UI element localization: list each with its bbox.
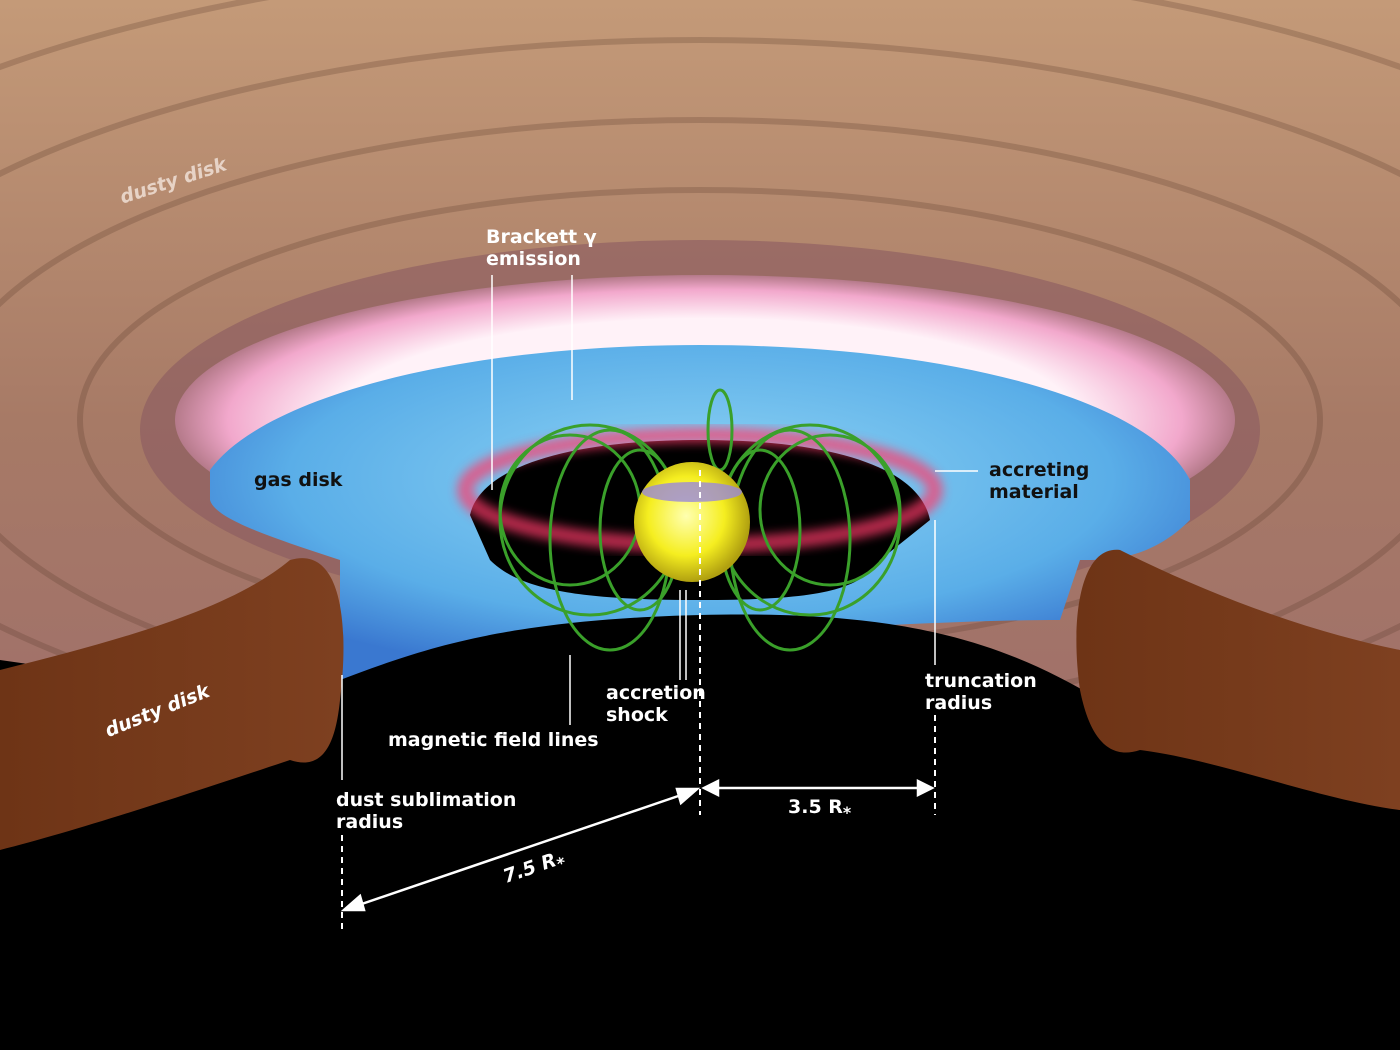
label-brackett-line2: emission <box>486 248 581 270</box>
label-truncation-line1: truncation <box>925 670 1037 692</box>
label-sublimation-line2: radius <box>336 811 404 833</box>
dusty-disk-right-section <box>1076 549 1400 810</box>
label-truncation-line2: radius <box>925 692 993 714</box>
label-accreting-line1: accreting <box>989 459 1090 481</box>
distance-arrows <box>340 778 935 912</box>
radius-subscript: * <box>842 802 852 822</box>
distance-value: 3.5 R <box>788 796 843 818</box>
label-sublimation-line1: dust sublimation <box>336 789 517 811</box>
label-accretion-line1: accretion <box>606 682 706 704</box>
dusty-disk-left-section <box>0 558 344 850</box>
inner-cavity <box>0 614 1400 1050</box>
label-magnetic-field-lines: magnetic field lines <box>388 729 599 751</box>
label-accretion-line2: shock <box>606 704 668 726</box>
leader-lines <box>341 275 978 780</box>
accretion-shock-ring <box>642 482 742 502</box>
label-distance-3-5: 3.5 R* <box>788 796 851 824</box>
label-brackett-line1: Brackett γ <box>486 226 597 248</box>
radius-markers <box>341 470 936 930</box>
star <box>634 462 750 582</box>
label-accreting-line2: material <box>989 481 1079 503</box>
label-gas-disk: gas disk <box>254 469 343 491</box>
